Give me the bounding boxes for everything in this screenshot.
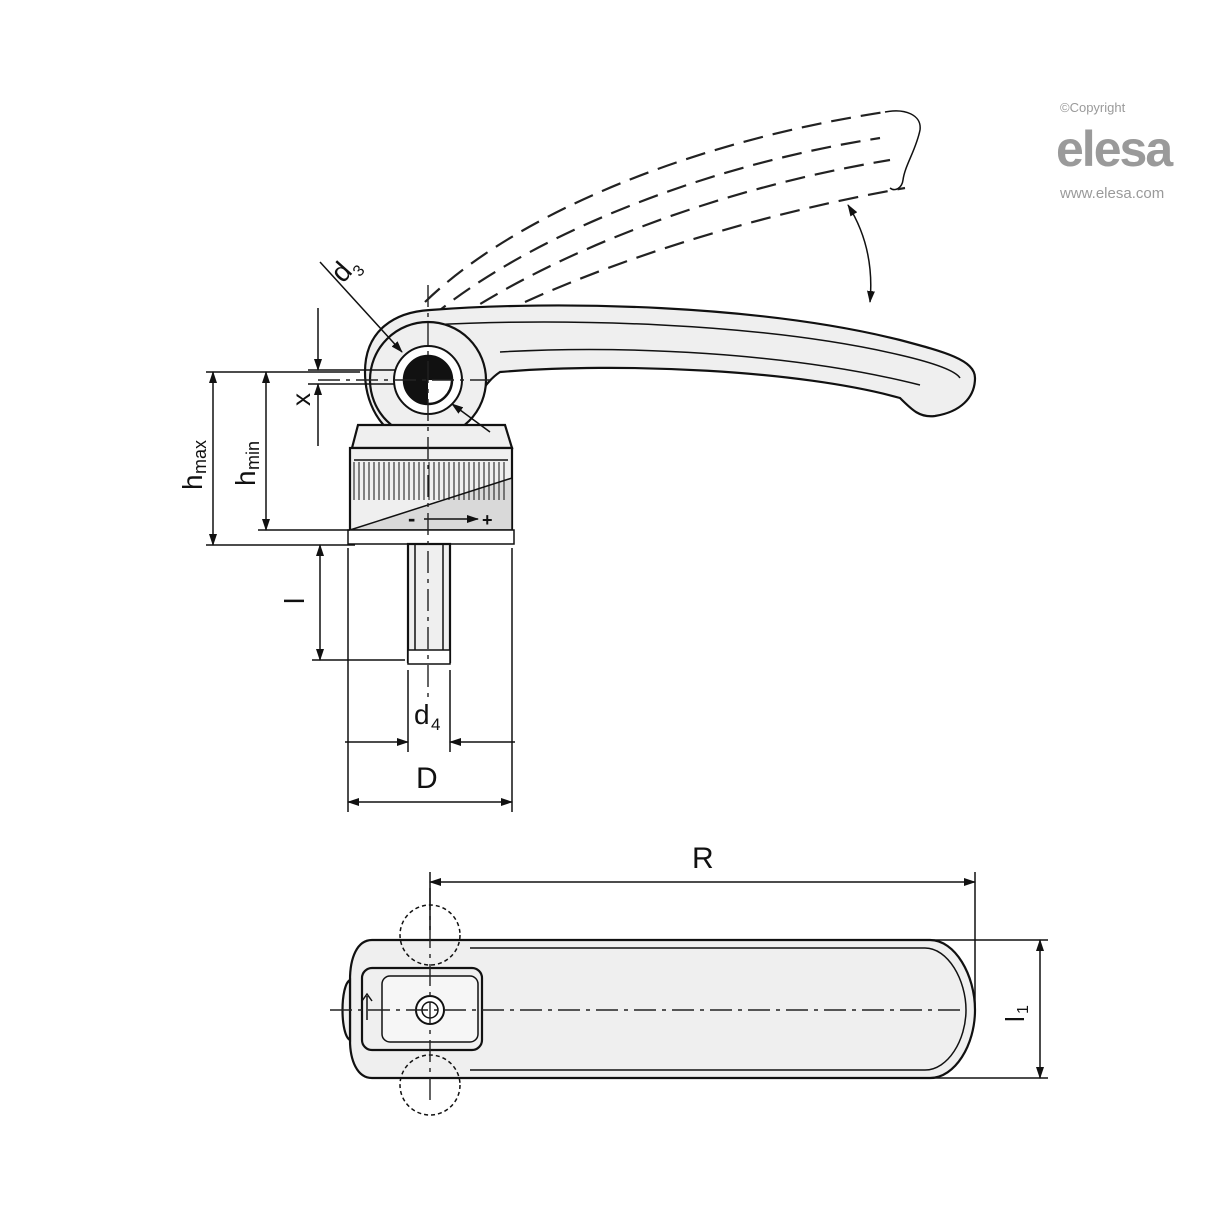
dimension-D: D: [347, 548, 513, 812]
dimension-hmin: h min: [230, 371, 350, 531]
svg-text:R: R: [692, 842, 714, 875]
svg-text:4: 4: [431, 715, 440, 734]
svg-text:1: 1: [1015, 1005, 1032, 1014]
plus-mark: +: [482, 510, 493, 530]
dimension-l1: l 1: [930, 939, 1048, 1079]
brand-logo: ©Copyright elesa www.elesa.com: [1056, 100, 1176, 202]
brand-name: elesa: [1056, 121, 1174, 177]
svg-text:x: x: [286, 393, 316, 406]
dimension-x: x: [286, 308, 395, 446]
svg-text:max: max: [190, 440, 210, 474]
svg-text:l: l: [1000, 1016, 1030, 1022]
dimension-R: R: [429, 842, 976, 1010]
svg-text:D: D: [416, 762, 438, 795]
svg-text:h: h: [177, 474, 208, 490]
svg-text:d: d: [414, 699, 430, 730]
knurling: [353, 462, 505, 500]
swing-arrow: [847, 204, 875, 303]
lever-raised-position: [424, 110, 921, 321]
dimension-hmax: h max: [177, 371, 360, 546]
minus-mark: -: [408, 506, 415, 531]
svg-text:h: h: [230, 470, 261, 486]
adjust-direction-marks: - +: [408, 506, 493, 531]
svg-text:min: min: [243, 441, 263, 470]
svg-text:l: l: [279, 598, 310, 604]
copyright-text: ©Copyright: [1060, 100, 1126, 115]
dimension-d4: d 4: [345, 670, 515, 752]
arrow-icon: [361, 992, 373, 1020]
dimension-l: l: [279, 544, 405, 661]
threaded-stud: [406, 542, 452, 665]
brand-url: www.elesa.com: [1059, 185, 1164, 202]
